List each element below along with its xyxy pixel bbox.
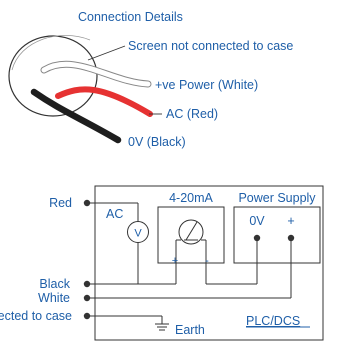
current-meter [178,219,204,245]
plc-label: PLC/DCS [246,314,300,328]
plc-box [94,185,324,341]
red-terminal-label: Red [49,196,72,210]
terminal-red [83,199,91,207]
plc-wiring [88,185,324,341]
terminal-white [83,294,91,302]
terminal-0v [253,234,261,242]
black-wire-label: 0V (Black) [128,135,186,149]
earth-label: Earth [175,323,205,337]
white-wire [41,61,151,87]
red-wire [55,86,153,117]
screen-wire [11,35,91,71]
black-terminal-label: Black [39,277,70,291]
current-plus-label: + [172,255,178,267]
white-terminal-label: White [38,291,70,305]
current-minus-label: - [205,255,209,267]
terminal-screen [83,312,91,320]
screen-terminal-label: Screen not connected to case [0,309,72,323]
screen-leader [87,45,126,61]
terminal-black [83,280,91,288]
terminal-plus [287,234,295,242]
cable-illustration: Screen not connected to case +ve Power (… [8,35,293,149]
red-wire-label: AC (Red) [166,107,218,121]
black-wire [30,88,122,144]
white-wire-label: +ve Power (White) [155,78,258,92]
voltmeter-symbol: V [134,228,142,240]
screen-label: Screen not connected to case [128,39,293,53]
plus-label: + [287,214,294,228]
zero-v-label: 0V [249,214,265,228]
ac-label: AC [106,207,123,221]
terminal-dots [83,199,295,320]
diagram-title: Connection Details [78,10,183,24]
current-input-label: 4-20mA [169,191,213,205]
power-supply-label: Power Supply [238,191,316,205]
power-supply-box [233,206,321,264]
voltmeter [127,221,149,243]
current-input-box [157,206,225,264]
meter-needle [185,221,198,241]
